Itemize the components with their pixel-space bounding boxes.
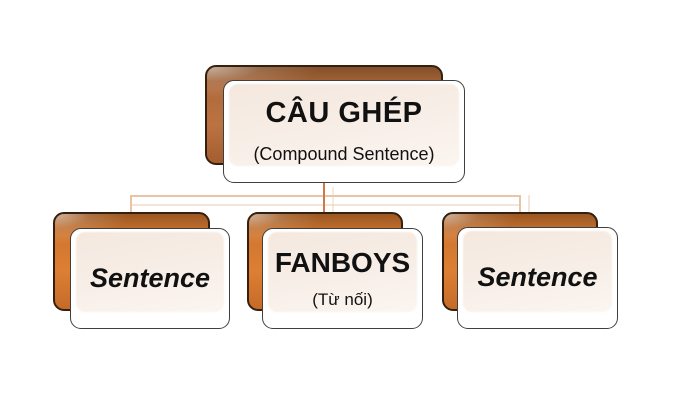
node-sentence-right-card: Sentence: [457, 227, 618, 329]
connector-left-drop: [130, 195, 132, 213]
node-root-card: CÂU GHÉP (Compound Sentence): [223, 80, 465, 183]
node-sentence-left-card: Sentence: [70, 228, 230, 329]
node-fanboys-card: FANBOYS (Từ nối): [262, 228, 423, 329]
node-sentence-left-title: Sentence: [89, 262, 211, 293]
node-sentence-right-title: Sentence: [477, 262, 598, 293]
connector-right-drop: [519, 195, 521, 213]
node-root-subtitle: (Compound Sentence): [253, 144, 435, 165]
connector-root-drop: [323, 183, 325, 213]
connector-horizontal: [131, 195, 521, 197]
node-root-title: CÂU GHÉP: [265, 97, 423, 130]
node-fanboys-title: FANBOYS: [274, 246, 411, 278]
node-fanboys-subtitle: (Từ nối): [312, 289, 373, 309]
